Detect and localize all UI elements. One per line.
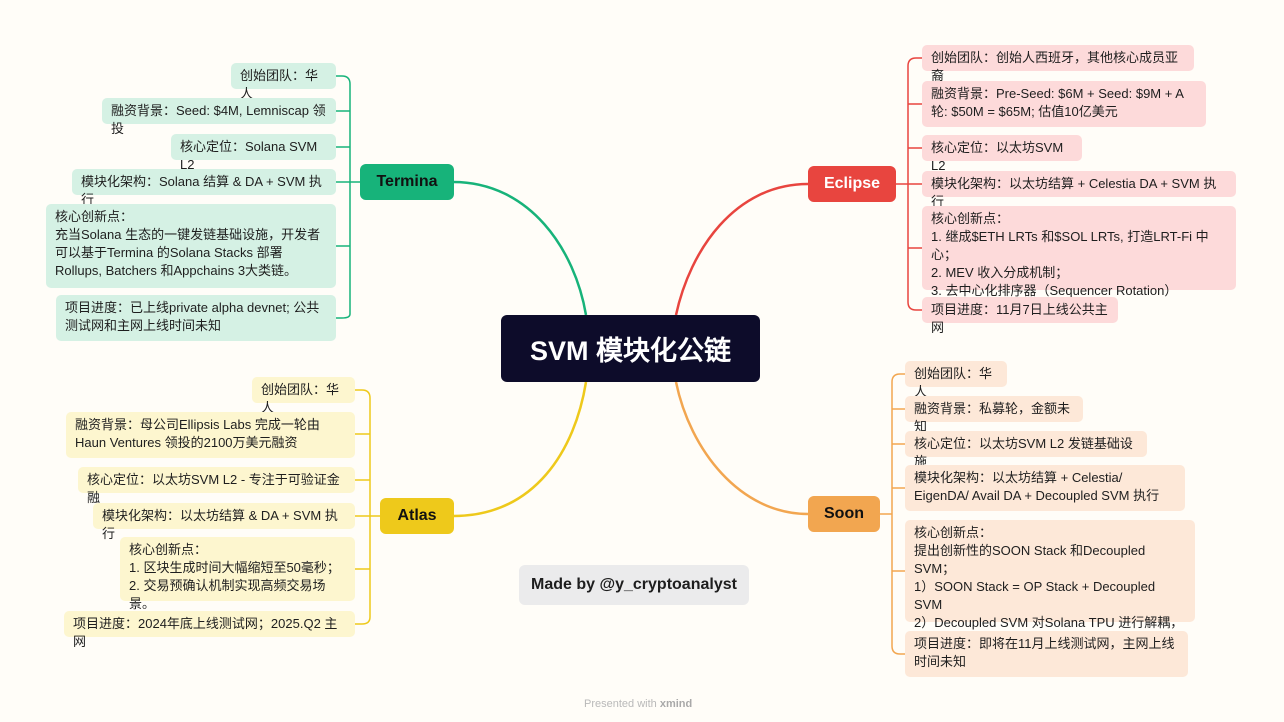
soon-funding[interactable]: 融资背景：私募轮，金额未知 bbox=[905, 396, 1083, 434]
atlas-positioning[interactable]: 核心定位：以太坊SVM L2 - 专注于可验证金融 bbox=[78, 467, 355, 505]
soon-team[interactable]: 创始团队：华人 bbox=[905, 361, 1007, 399]
atlas-funding[interactable]: 融资背景：母公司Ellipsis Labs 完成一轮由Haun Ventures… bbox=[66, 412, 355, 458]
central-topic[interactable]: SVM 模块化公链 bbox=[501, 315, 760, 382]
xmind-brand: xmind bbox=[659, 698, 693, 710]
termina-innovation[interactable]: 核心创新点： 充当Solana 生态的一键发链基础设施，开发者可以基于Termi… bbox=[46, 204, 336, 288]
connector-termina bbox=[452, 180, 588, 316]
branch-atlas[interactable]: Atlas bbox=[380, 498, 454, 534]
soon-positioning[interactable]: 核心定位：以太坊SVM L2 发链基础设施 bbox=[905, 431, 1147, 469]
soon-architecture[interactable]: 模块化架构：以太坊结算 + Celestia/ EigenDA/ Avail D… bbox=[905, 465, 1185, 511]
termina-team[interactable]: 创始团队：华人 bbox=[231, 63, 336, 101]
connector-eclipse bbox=[674, 182, 809, 316]
presented-with-footer: Presented with xmind bbox=[584, 698, 704, 710]
made-by-label: Made by @y_cryptoanalyst bbox=[519, 565, 749, 605]
atlas-innovation[interactable]: 核心创新点： 1. 区块生成时间大幅缩短至50毫秒； 2. 交易预确认机制实现高… bbox=[120, 537, 355, 611]
soon-innovation[interactable]: 核心创新点： 提出创新性的SOON Stack 和Decoupled SVM； … bbox=[905, 520, 1195, 648]
termina-architecture[interactable]: 模块化架构：Solana 结算 & DA + SVM 执行 bbox=[72, 169, 336, 207]
eclipse-positioning[interactable]: 核心定位：以太坊SVM L2 bbox=[922, 135, 1082, 173]
connector-atlas bbox=[452, 381, 588, 518]
branch-termina[interactable]: Termina bbox=[360, 164, 454, 200]
eclipse-team[interactable]: 创始团队：创始人西班牙，其他核心成员亚裔 bbox=[922, 45, 1194, 83]
eclipse-innovation[interactable]: 核心创新点： 1. 继成$ETH LRTs 和$SOL LRTs, 打造LRT-… bbox=[922, 206, 1236, 298]
eclipse-progress[interactable]: 项目进度：11月7日上线公共主网 bbox=[922, 297, 1118, 335]
atlas-progress[interactable]: 项目进度：2024年底上线测试网；2025.Q2 主网 bbox=[64, 611, 355, 649]
atlas-team[interactable]: 创始团队：华人 bbox=[252, 377, 355, 415]
atlas-architecture[interactable]: 模块化架构：以太坊结算 & DA + SVM 执行 bbox=[93, 503, 355, 541]
footer-prefix: Presented with bbox=[584, 698, 657, 710]
branch-soon[interactable]: Soon bbox=[808, 496, 880, 532]
termina-positioning[interactable]: 核心定位：Solana SVM L2 bbox=[171, 134, 336, 172]
eclipse-architecture[interactable]: 模块化架构：以太坊结算 + Celestia DA + SVM 执行 bbox=[922, 171, 1236, 209]
termina-funding[interactable]: 融资背景：Seed: $4M, Lemniscap 领投 bbox=[102, 98, 336, 136]
connector-soon bbox=[674, 381, 809, 516]
eclipse-funding[interactable]: 融资背景：Pre-Seed: $6M + Seed: $9M + A轮: $50… bbox=[922, 81, 1206, 127]
soon-progress[interactable]: 项目进度：即将在11月上线测试网，主网上线时间未知 bbox=[905, 631, 1188, 677]
termina-progress[interactable]: 项目进度：已上线private alpha devnet; 公共测试网和主网上线… bbox=[56, 295, 336, 341]
branch-eclipse[interactable]: Eclipse bbox=[808, 166, 896, 202]
